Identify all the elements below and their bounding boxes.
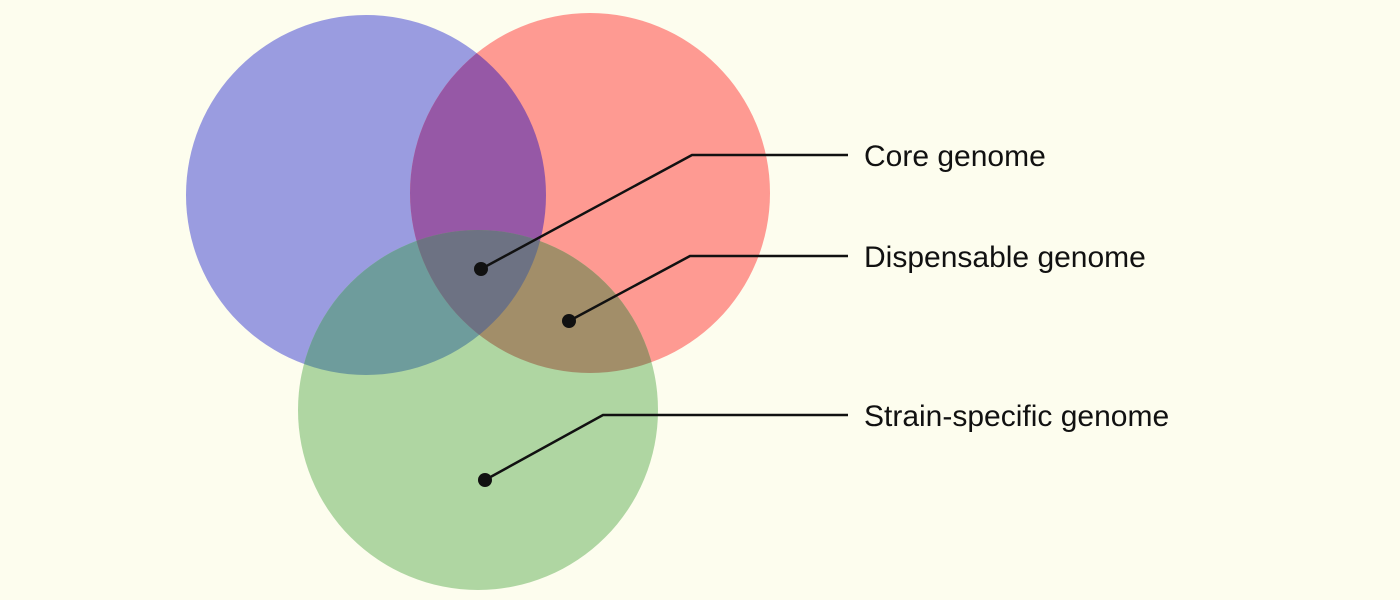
- strain-specific-genome-dot: [478, 473, 492, 487]
- core-genome-leader: [480, 153, 848, 271]
- core-genome-label: Core genome: [864, 140, 1046, 173]
- dispensable-genome-leader: [568, 254, 848, 323]
- strain-specific-genome-label: Strain-specific genome: [864, 400, 1169, 433]
- strain-specific-genome-leader: [484, 413, 848, 482]
- core-genome-dot: [474, 262, 488, 276]
- dispensable-genome-label: Dispensable genome: [864, 241, 1146, 274]
- overlap-blue-green: [298, 230, 546, 375]
- dispensable-genome-dot: [562, 314, 576, 328]
